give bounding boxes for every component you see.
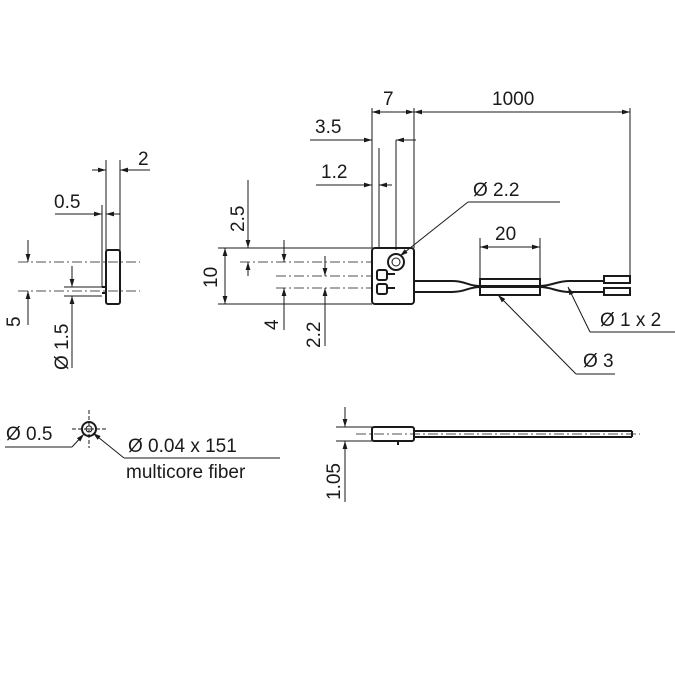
cable-end-lower <box>603 287 631 296</box>
dim-3-5: 3.5 <box>315 117 341 138</box>
dim-phi-1x2: Ø 1 x 2 <box>600 310 661 331</box>
side-view-body <box>105 249 121 305</box>
dim-5: 5 <box>4 316 25 327</box>
lens-receiver <box>376 283 388 295</box>
dim-phi-fiber: Ø 0.04 x 151 <box>128 436 237 457</box>
dim-phi-2-2: Ø 2.2 <box>473 180 519 201</box>
top-view: 1.05 <box>324 407 640 502</box>
dim-7: 7 <box>383 89 394 110</box>
dim-2-2: 2.2 <box>304 322 325 348</box>
front-view: 7 1000 3.5 1.2 Ø 2.2 20 10 <box>201 89 675 375</box>
label-multicore-fiber: multicore fiber <box>126 462 246 483</box>
lens-emitter <box>376 269 388 281</box>
dim-1-2: 1.2 <box>321 162 347 183</box>
fiber-detail: Ø 0.5 Ø 0.04 x 151 multicore fiber <box>5 410 280 483</box>
sensor-housing <box>371 247 415 305</box>
dim-10: 10 <box>201 267 222 288</box>
dim-1000: 1000 <box>492 89 534 110</box>
cable-end-upper <box>603 275 631 284</box>
dim-0-5: 0.5 <box>54 192 80 213</box>
dim-phi-3: Ø 3 <box>583 351 614 372</box>
cable-sheath <box>479 278 541 296</box>
dim-2-5: 2.5 <box>228 206 249 232</box>
cable-lower <box>414 286 605 293</box>
dim-2: 2 <box>138 149 149 170</box>
mounting-hole <box>387 253 405 271</box>
dim-phi-1-5: Ø 1.5 <box>52 324 73 370</box>
dim-20: 20 <box>495 224 516 245</box>
dim-1-05: 1.05 <box>324 463 345 500</box>
dim-4: 4 <box>262 319 283 330</box>
dim-phi-0-5: Ø 0.5 <box>6 424 52 445</box>
cable-upper <box>414 280 605 287</box>
side-view: 2 0.5 5 Ø 1.5 <box>4 149 150 370</box>
